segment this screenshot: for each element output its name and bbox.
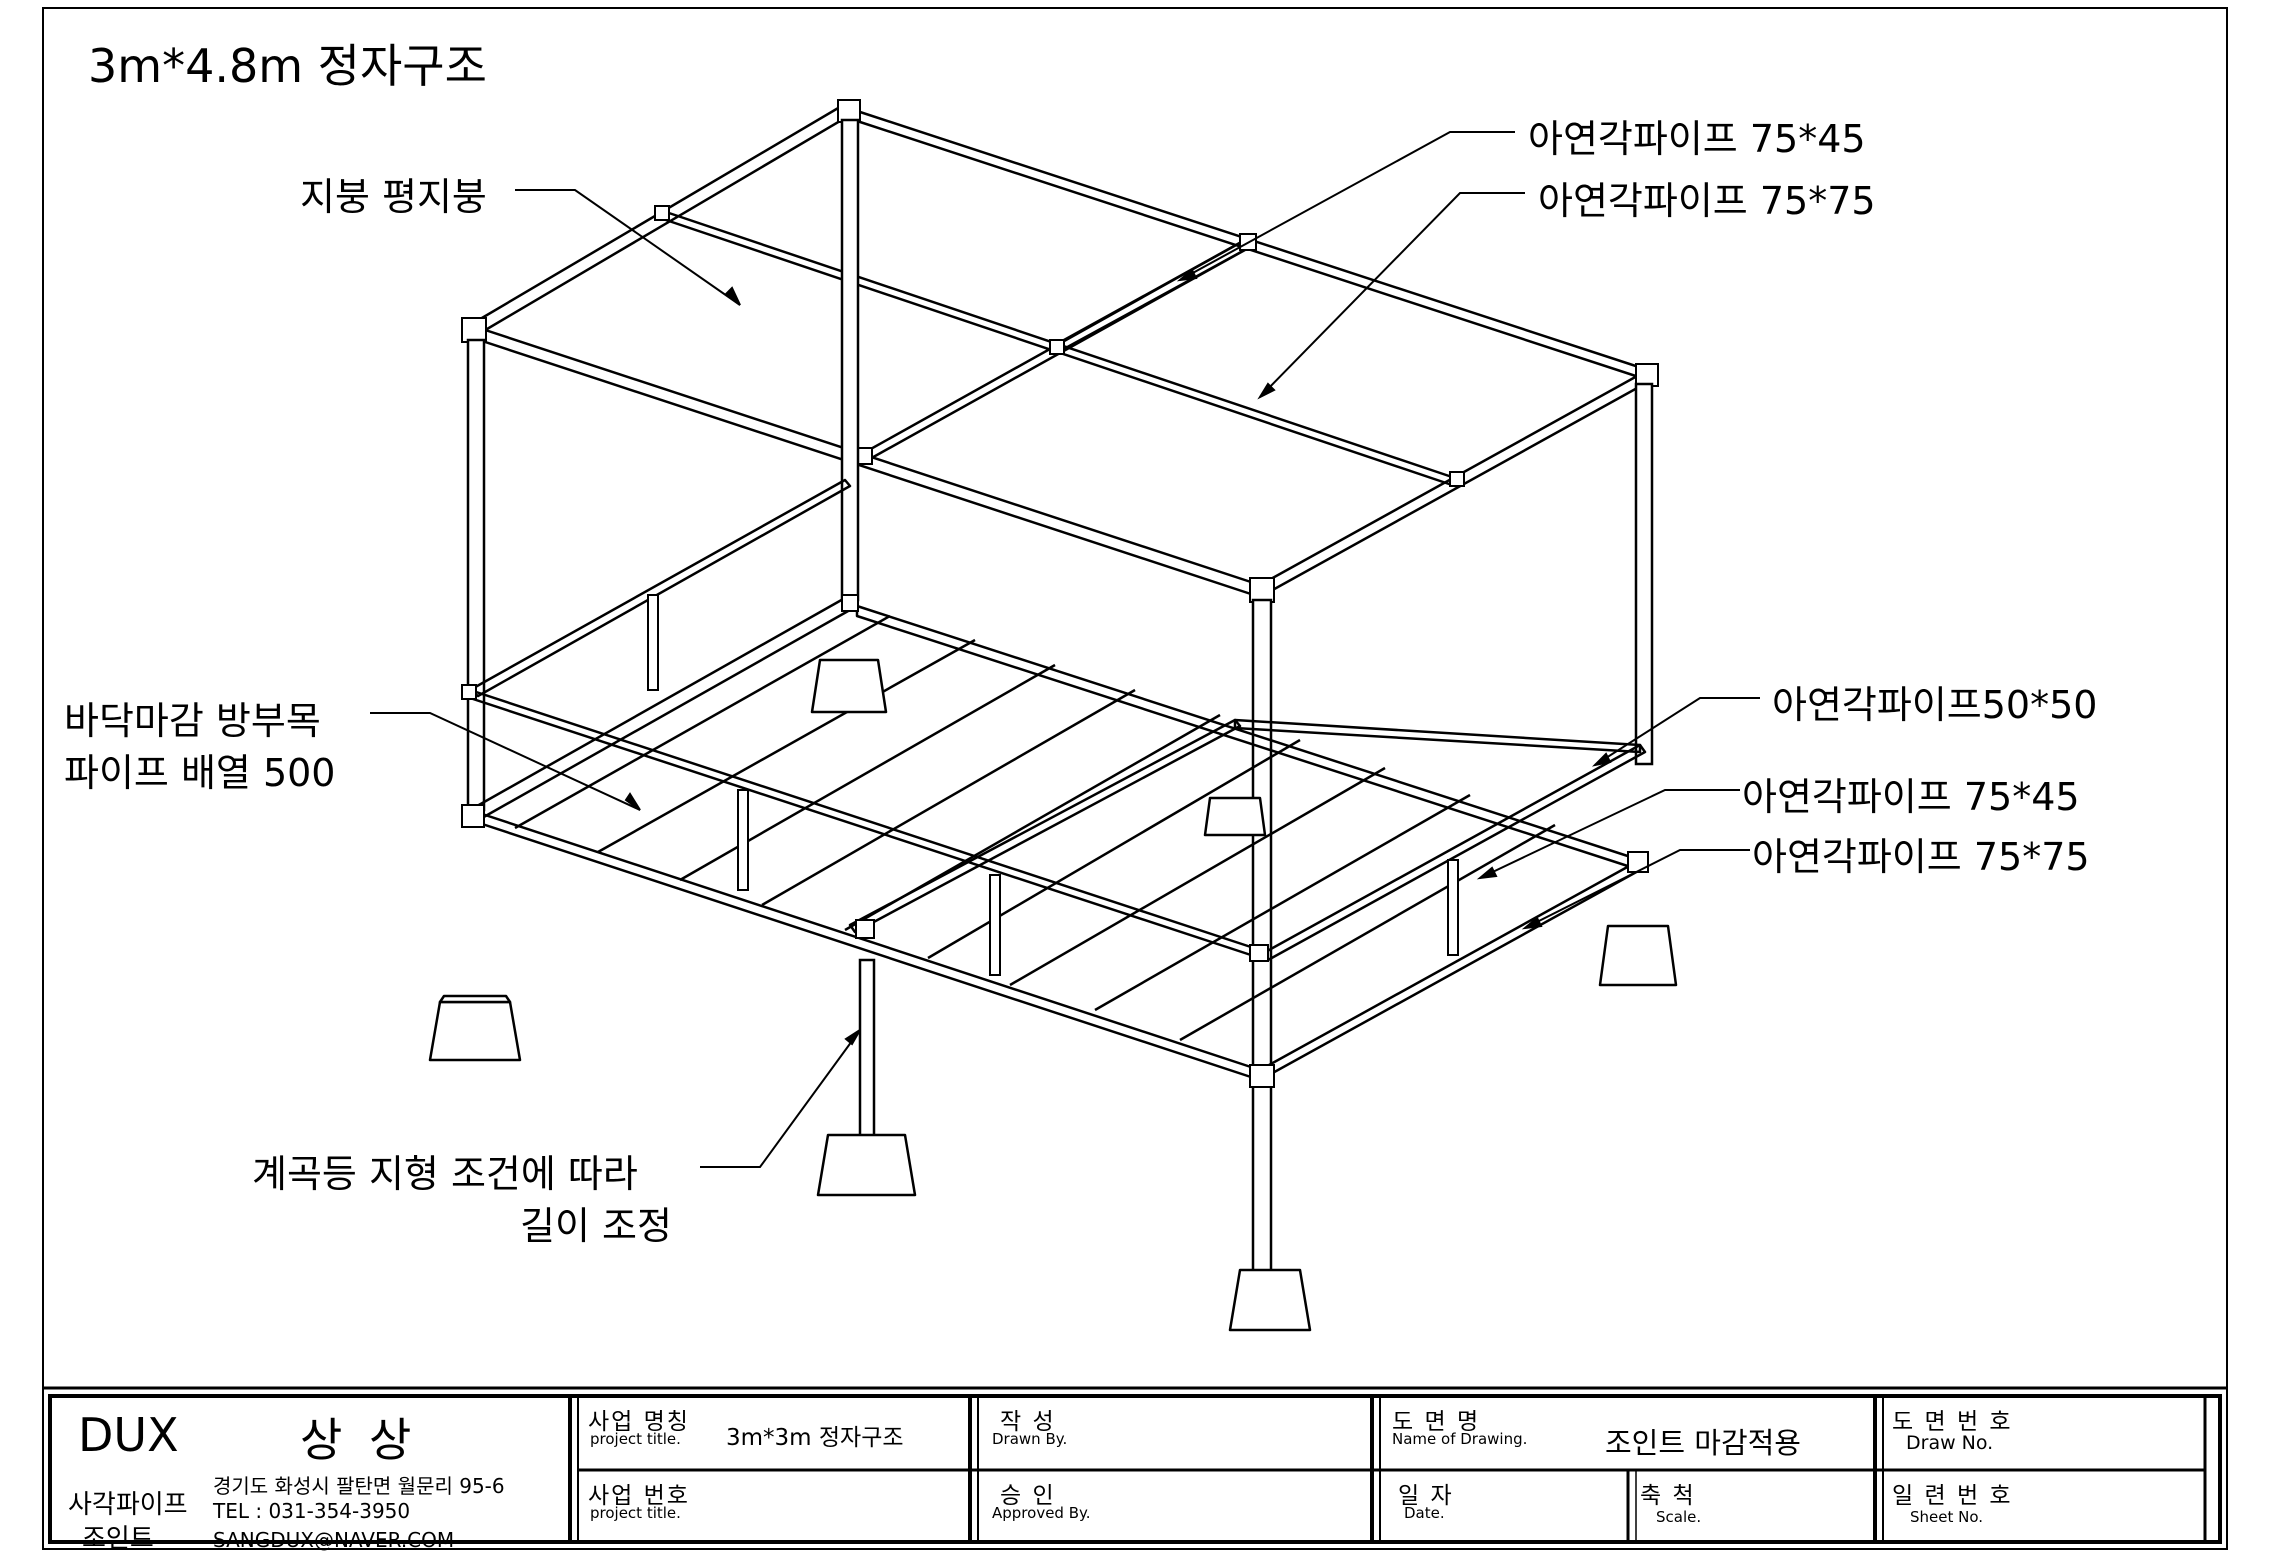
drawn-sub: Drawn By.	[992, 1430, 1068, 1448]
callout-leg-line2: 길이 조정	[520, 1204, 672, 1248]
project-name-value: 3m*3m 정자구조	[726, 1425, 904, 1451]
date-sub: Date.	[1404, 1504, 1445, 1522]
project-no-label: 사업 번호	[588, 1483, 690, 1509]
sheet-no-sub: Sheet No.	[1910, 1508, 1984, 1526]
draw-no-label: 도 면 번 호	[1892, 1409, 2013, 1435]
drawing-name-label: 도 면 명	[1392, 1409, 1481, 1435]
leader-lines	[370, 131, 1760, 1168]
floor-frame	[468, 478, 1647, 1082]
drawing-name-value: 조인트 마감적용	[1605, 1426, 1801, 1460]
approved-label: 승 인	[1000, 1483, 1056, 1509]
callout-floor-line1: 바닥마감 방부목	[64, 699, 321, 743]
product-line2: 조인트	[82, 1524, 154, 1554]
product-line1: 사각파이프	[68, 1490, 188, 1520]
scale-label: 축 척	[1640, 1483, 1696, 1509]
company-address: 경기도 화성시 팔탄면 월문리 95-6	[213, 1474, 505, 1498]
project-no-sub: project title.	[590, 1504, 681, 1522]
company-tel: TEL : 031-354-3950	[213, 1499, 411, 1523]
callout-pipe-side-1: 아연각파이프50*50	[1772, 683, 2098, 727]
vertical-braces	[647, 594, 1459, 976]
callout-pipe-side-2: 아연각파이프 75*45	[1742, 775, 2080, 819]
callout-floor-line2: 파이프 배열 500	[64, 751, 336, 795]
callout-pipe-top-2: 아연각파이프 75*75	[1538, 179, 1876, 223]
approved-sub: Approved By.	[992, 1504, 1091, 1522]
company-name-kr: 상 상	[300, 1413, 418, 1467]
project-name-label: 사업 명칭	[588, 1409, 690, 1435]
posts	[466, 118, 1654, 1282]
drawn-label: 작 성	[1000, 1409, 1056, 1435]
footings	[428, 658, 1678, 1332]
sheet-frame	[42, 7, 2228, 1550]
scale-sub: Scale.	[1656, 1508, 1702, 1526]
callout-pipe-top-1: 아연각파이프 75*45	[1528, 117, 1866, 161]
callout-leg-line1: 계곡등 지형 조건에 따라	[252, 1152, 638, 1196]
callout-pipe-side-3: 아연각파이프 75*75	[1752, 835, 2090, 879]
floor-joints	[461, 594, 1649, 1088]
date-label: 일 자	[1398, 1483, 1454, 1509]
sheet-no-label: 일 련 번 호	[1892, 1483, 2013, 1509]
project-name-sub: project title.	[590, 1430, 681, 1448]
roof-joints	[461, 99, 1659, 603]
callout-roof: 지붕 평지붕	[300, 175, 487, 219]
company-name: DUX	[78, 1408, 179, 1462]
drawing-name-sub: Name of Drawing.	[1392, 1430, 1528, 1448]
company-email: SANGDUX@NAVER.COM	[213, 1528, 455, 1552]
draw-no-sub: Draw No.	[1906, 1432, 1994, 1454]
drawing-title: 3m*4.8m 정자구조	[88, 39, 487, 93]
